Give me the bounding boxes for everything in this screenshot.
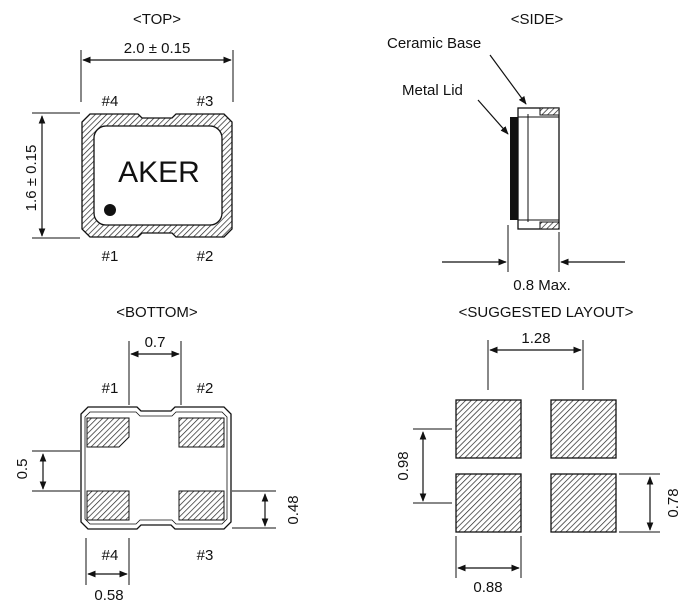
layout-pad-bottom-left xyxy=(455,473,522,533)
top-height-dimension: 1.6 ± 0.15 xyxy=(23,145,40,212)
top-pin-2-label: #2 xyxy=(197,248,214,265)
top-view: <TOP> 2.0 ± 0.15 1.6 ± 0.15 AKER #4 #3 #… xyxy=(23,11,234,265)
layout-view-title: <SUGGESTED LAYOUT> xyxy=(459,304,634,321)
bottom-pin-4-label: #4 xyxy=(102,547,119,564)
layout-pitch-y-dimension: 0.98 xyxy=(395,451,412,480)
bottom-pad-4 xyxy=(86,490,130,521)
layout-pad-top-right xyxy=(550,399,617,459)
layout-pad-width-dimension: 0.88 xyxy=(473,579,502,596)
top-view-title: <TOP> xyxy=(133,11,181,28)
layout-pitch-x-dimension: 1.28 xyxy=(521,330,550,347)
bottom-pad-spacing-dimension: 0.48 xyxy=(285,495,302,524)
layout-pad-height-dimension: 0.78 xyxy=(665,488,682,517)
bottom-pad-2 xyxy=(178,417,225,448)
metal-lid-side xyxy=(510,117,518,220)
pin1-indicator-dot xyxy=(104,204,116,216)
ceramic-base-side xyxy=(517,107,560,230)
layout-view: <SUGGESTED LAYOUT> 1.28 0.98 0.78 0.88 xyxy=(395,304,682,596)
top-pin-3-label: #3 xyxy=(197,93,214,110)
bottom-outline-inner xyxy=(84,411,228,525)
bottom-pad-height-dimension: 0.5 xyxy=(14,459,31,480)
side-height-dimension: 0.8 Max. xyxy=(513,277,571,294)
brand-marking: AKER xyxy=(118,156,200,189)
ceramic-base-label: Ceramic Base xyxy=(387,35,481,52)
bottom-pin-1-label: #1 xyxy=(102,380,119,397)
metal-lid-top xyxy=(93,125,223,226)
bottom-pad-1 xyxy=(86,417,130,448)
bottom-view: <BOTTOM> 0.7 #1 #2 0.5 0.48 #4 #3 0.58 xyxy=(14,304,302,604)
bottom-view-title: <BOTTOM> xyxy=(116,304,198,321)
side-bottom-terminal xyxy=(539,221,560,230)
side-view: <SIDE> Ceramic Base Metal Lid 0.8 Max. xyxy=(387,11,625,294)
bottom-pin-2-label: #2 xyxy=(197,380,214,397)
top-width-dimension: 2.0 ± 0.15 xyxy=(124,40,191,57)
bottom-gap-dimension: 0.7 xyxy=(145,334,166,351)
bottom-pad-width-dimension: 0.58 xyxy=(94,587,123,604)
metal-lid-label: Metal Lid xyxy=(402,82,463,99)
top-pin-4-label: #4 xyxy=(102,93,119,110)
bottom-pin-3-label: #3 xyxy=(197,547,214,564)
top-pin-1-label: #1 xyxy=(102,248,119,265)
ceramic-base-leader xyxy=(489,54,527,105)
layout-pad-bottom-right xyxy=(550,473,617,533)
bottom-pad-3 xyxy=(178,490,225,521)
layout-pad-top-left xyxy=(455,399,522,459)
side-top-terminal xyxy=(539,107,560,116)
metal-lid-leader xyxy=(477,99,509,135)
side-view-title: <SIDE> xyxy=(511,11,564,28)
